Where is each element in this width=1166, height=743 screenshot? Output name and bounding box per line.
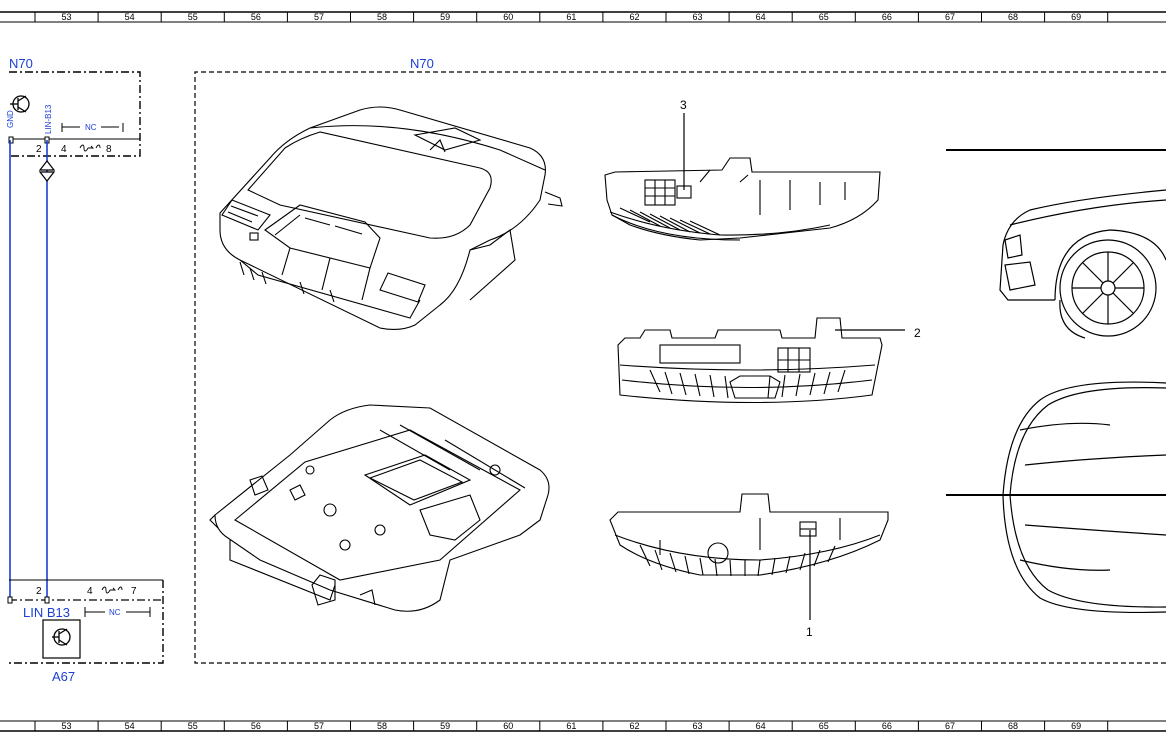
bottom-ruler-column-number: 55 bbox=[188, 721, 198, 731]
pin-4-bottom: 4 bbox=[87, 586, 93, 597]
bottom-ruler-column-number: 63 bbox=[693, 721, 703, 731]
callout-1-label: 1 bbox=[806, 625, 813, 639]
top-ruler-column-number: 64 bbox=[756, 12, 766, 22]
bottom-module-a67: 2 4 7 LIN B13 NC A67 bbox=[7, 579, 164, 684]
callout-3: 3 bbox=[680, 98, 687, 190]
transistor-icon bbox=[52, 628, 71, 646]
top-ruler-column-number: 57 bbox=[314, 12, 324, 22]
top-ruler-column-number: 55 bbox=[188, 12, 198, 22]
top-ruler-column-number: 63 bbox=[693, 12, 703, 22]
pin-gnd-label: GND bbox=[6, 110, 15, 128]
top-ruler-column-number: 66 bbox=[882, 12, 892, 22]
top-ruler-column-number: 53 bbox=[62, 12, 72, 22]
control-panel-bottom-view bbox=[209, 404, 550, 612]
callout-3-label: 3 bbox=[680, 98, 687, 112]
bottom-ruler-column-number: 65 bbox=[819, 721, 829, 731]
top-ruler-column-number: 61 bbox=[566, 12, 576, 22]
top-ruler-column-number: 60 bbox=[503, 12, 513, 22]
bottom-ruler-column-number: 62 bbox=[629, 721, 639, 731]
main-box-ref: N70 bbox=[410, 56, 434, 71]
main-component-box: N70 bbox=[194, 56, 1166, 664]
callout-2: 2 bbox=[835, 326, 921, 340]
top-ruler-column-number: 68 bbox=[1008, 12, 1018, 22]
transistor-icon bbox=[10, 95, 30, 113]
bottom-module-ref: A67 bbox=[52, 669, 75, 684]
top-ruler-column-number: 59 bbox=[440, 12, 450, 22]
bottom-ruler-column-number: 53 bbox=[62, 721, 72, 731]
top-ruler-column-number: 65 bbox=[819, 12, 829, 22]
bottom-ruler: 53 54 55 56 57 58 59 60 61 62 63 64 65 66 67 68 69 bbox=[0, 720, 1166, 732]
control-panel-top-view bbox=[219, 106, 563, 331]
bottom-ruler-column-number: 60 bbox=[503, 721, 513, 731]
pin-lin-label: LIN-B13 bbox=[44, 104, 53, 134]
callout-1: 1 bbox=[806, 530, 813, 639]
top-ruler: 53 54 55 56 57 58 59 60 61 62 63 64 65 66 67 68 69 bbox=[0, 11, 1166, 23]
splice-connector-icon bbox=[38, 160, 56, 182]
bottom-ruler-column-number: 54 bbox=[125, 721, 135, 731]
top-ruler-column-number: 54 bbox=[125, 12, 135, 22]
bottom-ruler-column-number: 59 bbox=[440, 721, 450, 731]
top-ruler-column-number: 58 bbox=[377, 12, 387, 22]
side-view-2 bbox=[617, 317, 883, 404]
pin-7-bottom: 7 bbox=[131, 586, 137, 597]
pin-4-top: 4 bbox=[61, 144, 67, 155]
vehicle-side-view bbox=[946, 149, 1166, 339]
bottom-ruler-column-number: 58 bbox=[377, 721, 387, 731]
side-view-1 bbox=[604, 157, 881, 241]
lin-b13-label: LIN B13 bbox=[23, 605, 70, 620]
callout-2-label: 2 bbox=[914, 326, 921, 340]
nc-label-bottom: NC bbox=[109, 608, 121, 617]
left-module-n70: N70 GND LIN-B13 NC 2 4 8 bbox=[6, 56, 141, 157]
bottom-ruler-column-number: 57 bbox=[314, 721, 324, 731]
bottom-ruler-column-number: 66 bbox=[882, 721, 892, 731]
bottom-ruler-column-number: 69 bbox=[1071, 721, 1081, 731]
top-ruler-column-number: 69 bbox=[1071, 12, 1081, 22]
top-ruler-column-number: 67 bbox=[945, 12, 955, 22]
nc-label-top: NC bbox=[85, 123, 97, 132]
pin-2-bottom: 2 bbox=[36, 586, 42, 597]
vehicle-top-view bbox=[946, 381, 1166, 614]
pin-2-top: 2 bbox=[36, 144, 42, 155]
top-ruler-column-number: 62 bbox=[629, 12, 639, 22]
bottom-ruler-column-number: 64 bbox=[756, 721, 766, 731]
wires bbox=[9, 140, 56, 598]
left-module-ref: N70 bbox=[9, 56, 33, 71]
bottom-ruler-column-number: 67 bbox=[945, 721, 955, 731]
bottom-ruler-column-number: 56 bbox=[251, 721, 261, 731]
a67-component-box bbox=[42, 619, 81, 659]
bottom-ruler-column-number: 68 bbox=[1008, 721, 1018, 731]
bottom-ruler-column-number: 61 bbox=[566, 721, 576, 731]
top-ruler-column-number: 56 bbox=[251, 12, 261, 22]
pin-8-top: 8 bbox=[106, 144, 112, 155]
side-view-3 bbox=[609, 493, 889, 577]
